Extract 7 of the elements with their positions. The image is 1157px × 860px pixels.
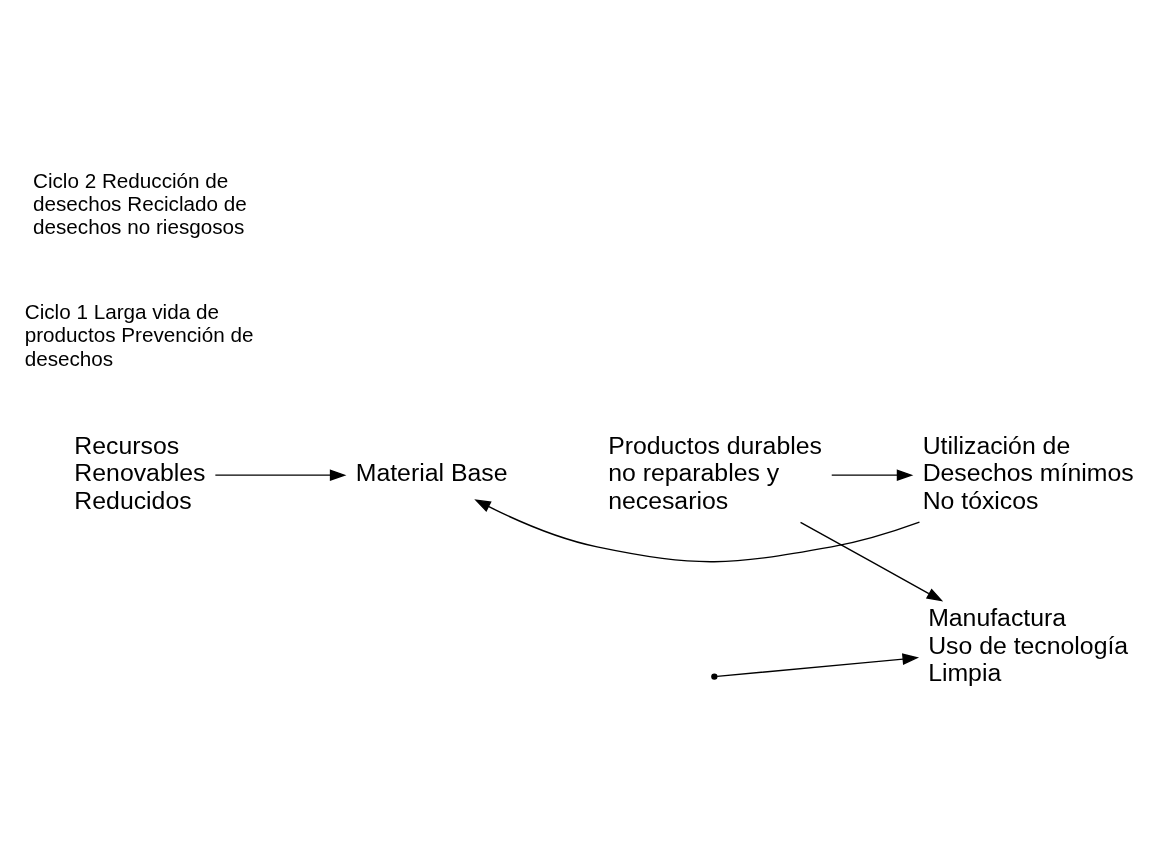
label: Ciclo 1 Larga vida de productos Prevención de desechos — [24, 299, 254, 370]
node-text: Productos durables no reparables y necesarios — [608, 431, 822, 514]
node-text: Material Base — [355, 459, 508, 487]
node-text: Utilización de Desechos mínimos No tóxicos — [922, 431, 1134, 514]
node-text: Manufactura Uso de tecnología Limpia — [928, 604, 1129, 687]
label: Ciclo 2 Reducción de desechos Reciclado de desechos no riesgosos — [32, 168, 247, 239]
node-text: Recursos Renovables Reducidos — [74, 431, 206, 514]
